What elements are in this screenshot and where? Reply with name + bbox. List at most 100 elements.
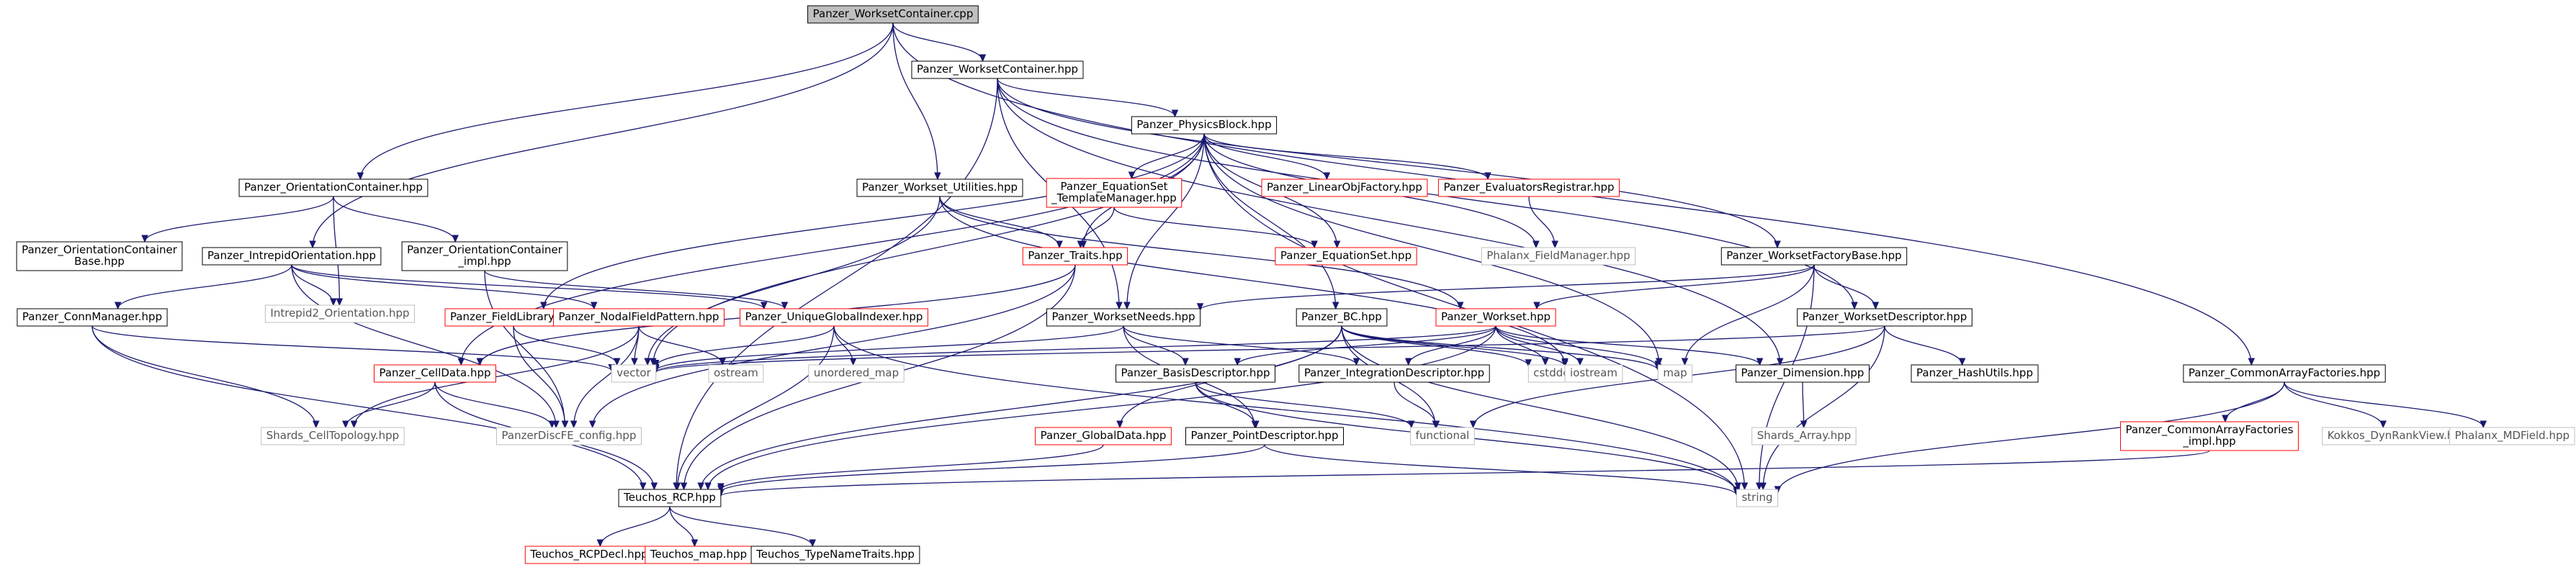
edge-arrowhead: [1561, 359, 1569, 368]
node-frame: [401, 241, 568, 271]
node-bc[interactable]: Panzer_BC.hpp: [1296, 308, 1388, 327]
edge-arrowhead: [1654, 361, 1662, 369]
node-label: ostream: [714, 366, 758, 379]
node-label: Panzer_IntrepidOrientation.hpp: [207, 249, 376, 263]
node-wd[interactable]: Panzer_WorksetDescriptor.hpp: [1797, 308, 1973, 327]
node-pfm: Phalanx_FieldManager.hpp: [1481, 247, 1636, 266]
edge-pb-to-wn: [1126, 133, 1205, 309]
edge-caf-to-pmdf: [2284, 381, 2484, 428]
node-lof[interactable]: Panzer_LinearObjFactory.hpp: [1261, 178, 1428, 197]
node-wsu[interactable]: Panzer_Workset_Utilities.hpp: [856, 178, 1023, 197]
edge-caf-to-cafi: [2225, 381, 2285, 422]
edge-bc-to-rcp: [700, 325, 1342, 490]
edge-arrowhead: [697, 482, 704, 491]
node-label: Teuchos_map.hpp: [650, 548, 747, 561]
edge-arrowhead: [760, 302, 768, 310]
node-label: Panzer_OrientationContainer.hpp: [244, 181, 423, 194]
edge-io-to-ugi: [291, 264, 765, 309]
edge-arrowhead: [1182, 358, 1189, 366]
edge-wsu-to-vector: [647, 196, 941, 366]
node-label: Panzer_LinearObjFactory.hpp: [1267, 181, 1422, 194]
edge-traits-to-pdfe: [592, 264, 1076, 428]
node-label: Panzer_HashUtils.hpp: [1916, 366, 2033, 380]
node-frame: [1911, 364, 2039, 383]
node-intd[interactable]: Panzer_IntegrationDescriptor.hpp: [1298, 364, 1490, 383]
edge-pb-to-bc: [1203, 133, 1337, 309]
node-frame: [264, 304, 415, 323]
node-wfb[interactable]: Panzer_WorksetFactoryBase.hpp: [1720, 247, 1908, 266]
edge-workset-to-vector: [655, 325, 1496, 373]
edge-arrowhead: [979, 54, 987, 63]
node-label: _impl.hpp: [457, 255, 511, 268]
node-cafi[interactable]: Panzer_CommonArrayFactories_impl.hpp: [2120, 421, 2299, 451]
edge-layer: [91, 22, 2487, 548]
edge-arrowhead: [680, 482, 688, 491]
node-cd[interactable]: Panzer_CellData.hpp: [374, 364, 496, 383]
node-nfp[interactable]: Panzer_NodalFieldPattern.hpp: [553, 308, 724, 327]
edge-arrowhead: [613, 358, 621, 366]
edge-wfb-to-wd: [1813, 264, 1877, 309]
node-tnt[interactable]: Teuchos_TypeNameTraits.hpp: [750, 546, 920, 564]
node-label: Panzer_GlobalData.hpp: [1041, 429, 1167, 443]
node-estm[interactable]: Panzer_EquationSet_TemplateManager.hpp: [1046, 178, 1182, 208]
edge-cm-to-vector: [91, 325, 612, 372]
node-oci[interactable]: Panzer_OrientationContainer_impl.hpp: [401, 241, 568, 271]
edge-wsc_hpp-to-dim: [997, 78, 1781, 366]
node-wsc-hpp[interactable]: Panzer_WorksetContainer.hpp: [911, 60, 1084, 79]
node-hu[interactable]: Panzer_HashUtils.hpp: [1911, 364, 2039, 383]
node-layer: Panzer_WorksetContainer.cppPanzer_Workse…: [16, 5, 2575, 564]
edge-wsc_cpp-to-oc: [359, 22, 894, 180]
edge-arrowhead: [1484, 172, 1491, 181]
node-pd[interactable]: Panzer_PointDescriptor.hpp: [1185, 427, 1344, 445]
node-frame: [750, 546, 920, 564]
edge-arrowhead: [1196, 303, 1204, 311]
edge-arrowhead: [336, 298, 344, 307]
node-frame: [2183, 364, 2386, 383]
node-frame: [238, 178, 428, 197]
node-wn[interactable]: Panzer_WorksetNeeds.hpp: [1046, 308, 1201, 327]
node-label: Panzer_Dimension.hpp: [1741, 366, 1864, 380]
edge-arrowhead: [342, 420, 349, 429]
edge-bc-to-string: [1341, 325, 1738, 490]
node-frame: [1797, 308, 1973, 327]
node-oc[interactable]: Panzer_OrientationContainer.hpp: [238, 178, 428, 197]
edge-arrowhead: [350, 420, 358, 429]
node-tmap[interactable]: Teuchos_map.hpp: [645, 546, 753, 564]
edge-bd-to-pd: [1195, 381, 1257, 428]
edge-arrowhead: [1576, 358, 1584, 366]
node-frame: [611, 364, 657, 383]
node-sct: Shards_CellTopology.hpp: [261, 427, 405, 445]
node-pb[interactable]: Panzer_PhysicsBlock.hpp: [1131, 116, 1278, 135]
node-i2o: Intrepid2_Orientation.hpp: [264, 304, 415, 323]
node-frame: [856, 178, 1023, 197]
edge-arrowhead: [639, 482, 647, 491]
node-es[interactable]: Panzer_EquationSet.hpp: [1275, 247, 1417, 266]
edge-wsu-to-iostream: [939, 196, 1566, 366]
node-sa: Shards_Array.hpp: [1751, 427, 1857, 445]
node-dim[interactable]: Panzer_Dimension.hpp: [1736, 364, 1870, 383]
edge-wd-to-vector: [655, 325, 1885, 374]
node-traits[interactable]: Panzer_Traits.hpp: [1022, 247, 1128, 266]
node-workset[interactable]: Panzer_Workset.hpp: [1435, 308, 1556, 327]
node-ugi[interactable]: Panzer_UniqueGlobalIndexer.hpp: [740, 308, 928, 327]
node-io[interactable]: Panzer_IntrepidOrientation.hpp: [202, 247, 382, 266]
node-gd[interactable]: Panzer_GlobalData.hpp: [1035, 427, 1172, 445]
node-frame: [708, 364, 764, 383]
node-rcp[interactable]: Teuchos_RCP.hpp: [618, 489, 722, 507]
node-bd[interactable]: Panzer_BasisDescriptor.hpp: [1116, 364, 1275, 383]
edge-caf-to-string: [1777, 381, 2285, 493]
edge-rcp-to-tmap: [669, 506, 696, 547]
edge-arrowhead: [644, 358, 651, 366]
node-er[interactable]: Panzer_EvaluatorsRegistrar.hpp: [1437, 178, 1620, 197]
node-frame: [2322, 427, 2473, 445]
node-wsc-cpp[interactable]: Panzer_WorksetContainer.cpp: [807, 5, 979, 24]
node-cm[interactable]: Panzer_ConnManager.hpp: [17, 308, 168, 327]
node-caf[interactable]: Panzer_CommonArrayFactories.hpp: [2183, 364, 2386, 383]
node-rcpdecl[interactable]: Teuchos_RCPDecl.hpp: [524, 546, 654, 564]
edge-cd-to-pdfe: [434, 381, 553, 428]
edge-cm-to-sct: [91, 325, 317, 428]
edge-arrowhead: [1056, 240, 1063, 249]
edge-wsc_hpp-to-wfb: [997, 78, 1778, 248]
edge-arrowhead: [1323, 172, 1331, 181]
